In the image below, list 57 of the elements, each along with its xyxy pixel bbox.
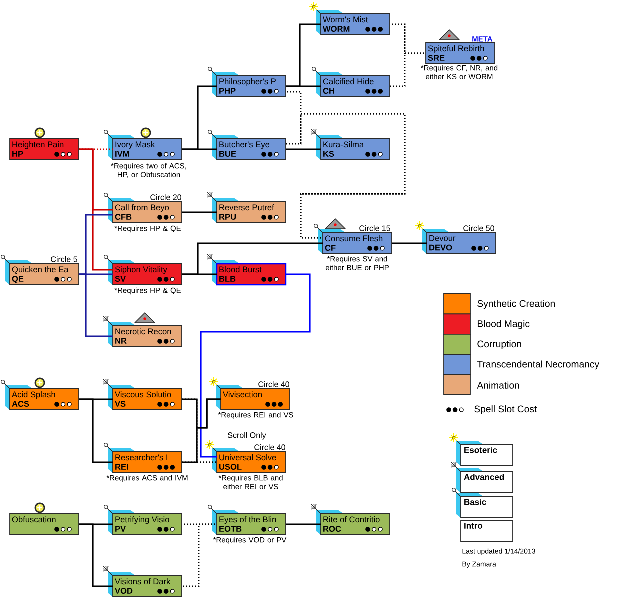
- scroll-label: Scroll Only: [228, 432, 266, 440]
- legend-label: Animation: [477, 382, 520, 389]
- circle-label: Circle 20: [150, 194, 182, 200]
- legend-label: Blood Magic: [478, 320, 530, 330]
- spell-box: Philosopher's P PHP: [216, 76, 286, 98]
- spell-box: Rite of Contritio ROC: [320, 514, 390, 536]
- spell-box: Vivisection: [220, 388, 290, 410]
- connector-line: [286, 86, 321, 88]
- circle-label: Circle 15: [360, 225, 390, 232]
- spell-box: Heighten Pain HP: [10, 138, 80, 160]
- spell-box: Universal Solve USOL: [216, 452, 286, 474]
- legend-label: Synthetic Creation: [478, 300, 555, 310]
- spell-box: Siphon Vitality SV: [112, 264, 182, 286]
- legend-label: Corruption: [478, 340, 522, 350]
- spell-box: Quicken the Ea QE: [10, 264, 80, 286]
- connector-line: [79, 148, 113, 271]
- connector-line: [286, 148, 321, 150]
- spell-box: Call from Beyo CFB: [112, 202, 182, 224]
- spell-box: Spiteful Rebirth SRE: [426, 42, 496, 64]
- spell-box: Acid Splash ACS: [10, 388, 80, 410]
- legend-label: Transcendental Necromancy: [477, 360, 600, 370]
- connector-line: [392, 242, 427, 244]
- spell-box: Consume Flesh CF: [322, 232, 392, 254]
- connector-line: [79, 524, 113, 588]
- circle-label: Circle 40: [258, 381, 290, 388]
- circle-label: Circle 40: [254, 444, 286, 450]
- legend-label: Spell Slot Cost: [474, 406, 538, 414]
- spell-box: Viscous Solutio VS: [112, 388, 182, 410]
- tier-box: Basic: [460, 496, 514, 518]
- circle-label: Circle 5: [51, 256, 78, 262]
- tier-box: Advanced: [460, 472, 514, 494]
- dotted-connector: [182, 524, 217, 588]
- spell-box: Eyes of the Blin EOTB: [216, 514, 286, 536]
- dotted-connector: [390, 52, 426, 88]
- spell-box: Petrifying Visio PV: [112, 514, 182, 536]
- spell-box: Obfuscation: [10, 514, 80, 536]
- connector-line: [182, 212, 217, 214]
- circle-label: Circle 50: [464, 225, 494, 232]
- spell-box: Calcified Hide CH: [320, 76, 390, 98]
- spell-box: Reverse Putref RPU: [216, 202, 286, 224]
- spell-box: Ivory Mask IVM: [112, 138, 182, 160]
- connector-line: [79, 274, 113, 338]
- connector-line: [79, 398, 113, 464]
- spell-box: Butcher's Eye BUE: [216, 138, 286, 160]
- spell-box: Necrotic Recon NR: [112, 326, 182, 348]
- spell-box: Kura-Silma KS: [320, 138, 390, 160]
- spell-box: Devour DEVO: [426, 232, 496, 254]
- tier-box: Intro: [460, 520, 514, 542]
- connector-line: [182, 274, 217, 276]
- connector-line: [200, 274, 311, 458]
- tier-box: Esoteric: [460, 444, 514, 466]
- connector-line: [286, 524, 321, 526]
- connector-line: [182, 148, 217, 150]
- spell-box: Blood Burst BLB: [216, 263, 287, 286]
- spell-box: Researcher's I REI: [112, 452, 182, 474]
- spell-box: Worm's Mist WORM: [320, 14, 390, 36]
- spell-box: Visions of Dark VOD: [112, 576, 182, 598]
